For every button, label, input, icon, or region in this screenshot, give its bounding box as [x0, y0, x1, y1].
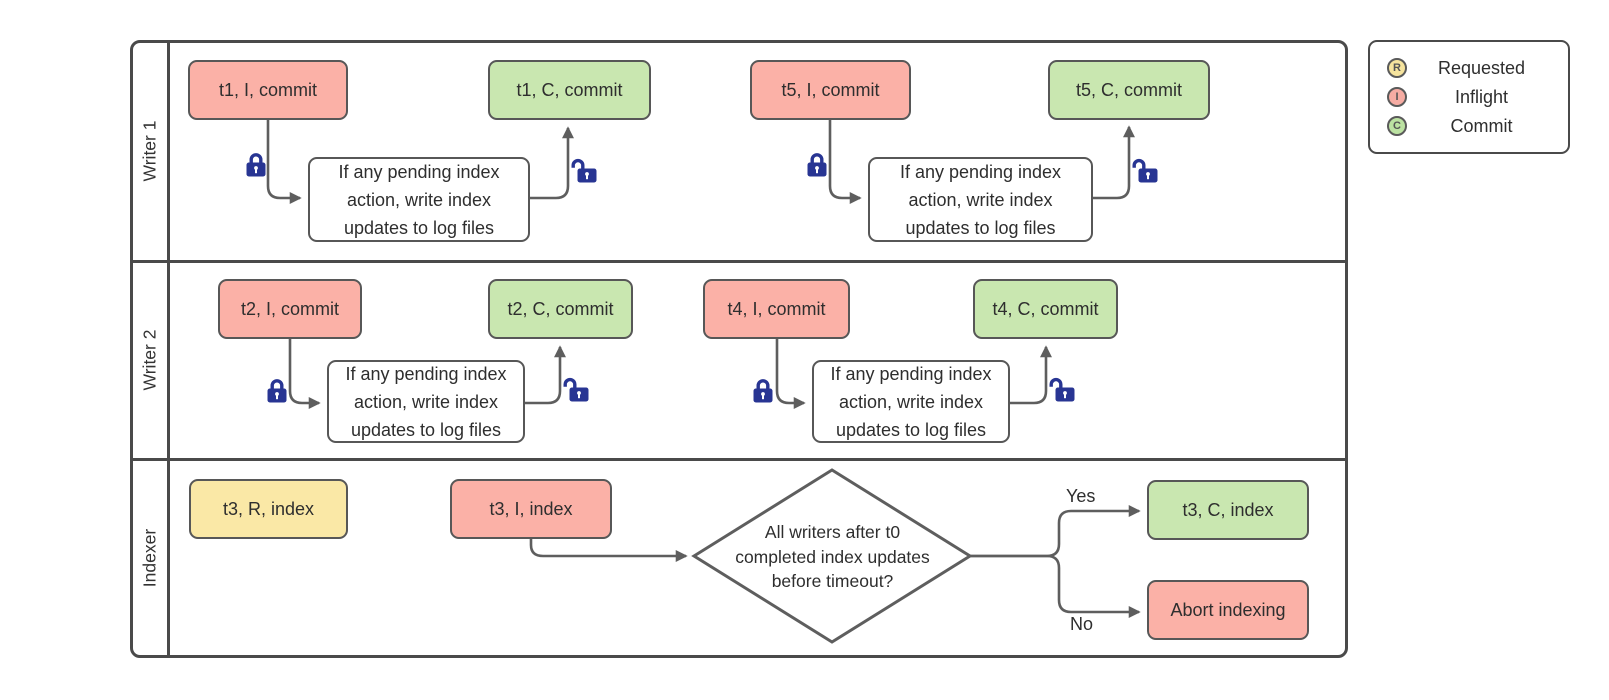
node-t5-inflight: t5, I, commit [750, 60, 911, 120]
process-line: action, write index [908, 189, 1053, 210]
node-writer1-process-a: If any pending index action, write index… [308, 157, 530, 242]
lane-divider-writer1-writer2 [130, 260, 1348, 263]
lane-header-divider [167, 40, 170, 658]
node-t1-commit: t1, C, commit [488, 60, 651, 120]
legend-box: R Requested I Inflight C Commit [1368, 40, 1570, 154]
process-line: If any pending index [899, 161, 1062, 182]
lock-open-icon [1049, 376, 1076, 403]
node-t2-commit: t2, C, commit [488, 279, 633, 339]
process-line: action, write index [353, 391, 499, 412]
process-line: action, write index [838, 391, 984, 412]
node-t3-requested: t3, R, index [189, 479, 348, 539]
lock-closed-icon [806, 151, 828, 178]
node-t4-inflight: t4, I, commit [703, 279, 850, 339]
lock-closed-icon [266, 377, 288, 404]
node-writer1-process-b: If any pending index action, write index… [868, 157, 1093, 242]
node-abort-indexing: Abort indexing [1147, 580, 1309, 640]
node-t3-inflight: t3, I, index [450, 479, 612, 539]
node-t3-commit: t3, C, index [1147, 480, 1309, 540]
lock-open-icon [1132, 157, 1159, 184]
process-line: updates to log files [343, 217, 495, 238]
decision-label: All writers after t0 completed index upd… [725, 520, 940, 594]
lock-open-icon [571, 157, 598, 184]
process-line: If any pending index [338, 161, 500, 182]
branch-yes-label: Yes [1066, 486, 1096, 506]
decision-line: completed index updates [735, 546, 930, 567]
node-t4-commit: t4, C, commit [973, 279, 1118, 339]
process-line: updates to log files [835, 419, 987, 440]
decision-line: before timeout? [771, 571, 894, 591]
commit-badge-icon: C [1387, 116, 1407, 136]
node-t5-commit: t5, C, commit [1048, 60, 1210, 120]
lock-closed-icon [245, 151, 267, 178]
decision-line: All writers after t0 [764, 522, 901, 542]
process-line: updates to log files [905, 217, 1056, 238]
legend-label: Requested [1437, 57, 1526, 78]
legend-item-requested: R Requested [1387, 54, 1556, 83]
node-writer2-process-b: If any pending index action, write index… [812, 360, 1010, 443]
lane-divider-writer2-indexer [130, 458, 1348, 461]
legend-label: Inflight [1454, 86, 1509, 107]
process-line: If any pending index [830, 363, 992, 384]
lock-open-icon [563, 376, 590, 403]
inflight-badge-icon: I [1387, 87, 1407, 107]
legend-label: Commit [1450, 115, 1513, 136]
node-writer2-process-a: If any pending index action, write index… [327, 360, 525, 443]
process-line: action, write index [346, 189, 492, 210]
process-line: If any pending index [345, 363, 507, 384]
branch-no-label: No [1070, 614, 1094, 634]
lock-closed-icon [752, 377, 774, 404]
decision-diamond [691, 468, 973, 644]
legend-item-inflight: I Inflight [1387, 83, 1556, 112]
legend-item-commit: C Commit [1387, 112, 1556, 141]
swimlane-frame [130, 40, 1348, 658]
node-t2-inflight: t2, I, commit [218, 279, 362, 339]
requested-badge-icon: R [1387, 58, 1407, 78]
node-t1-inflight: t1, I, commit [188, 60, 348, 120]
process-line: updates to log files [350, 419, 502, 440]
